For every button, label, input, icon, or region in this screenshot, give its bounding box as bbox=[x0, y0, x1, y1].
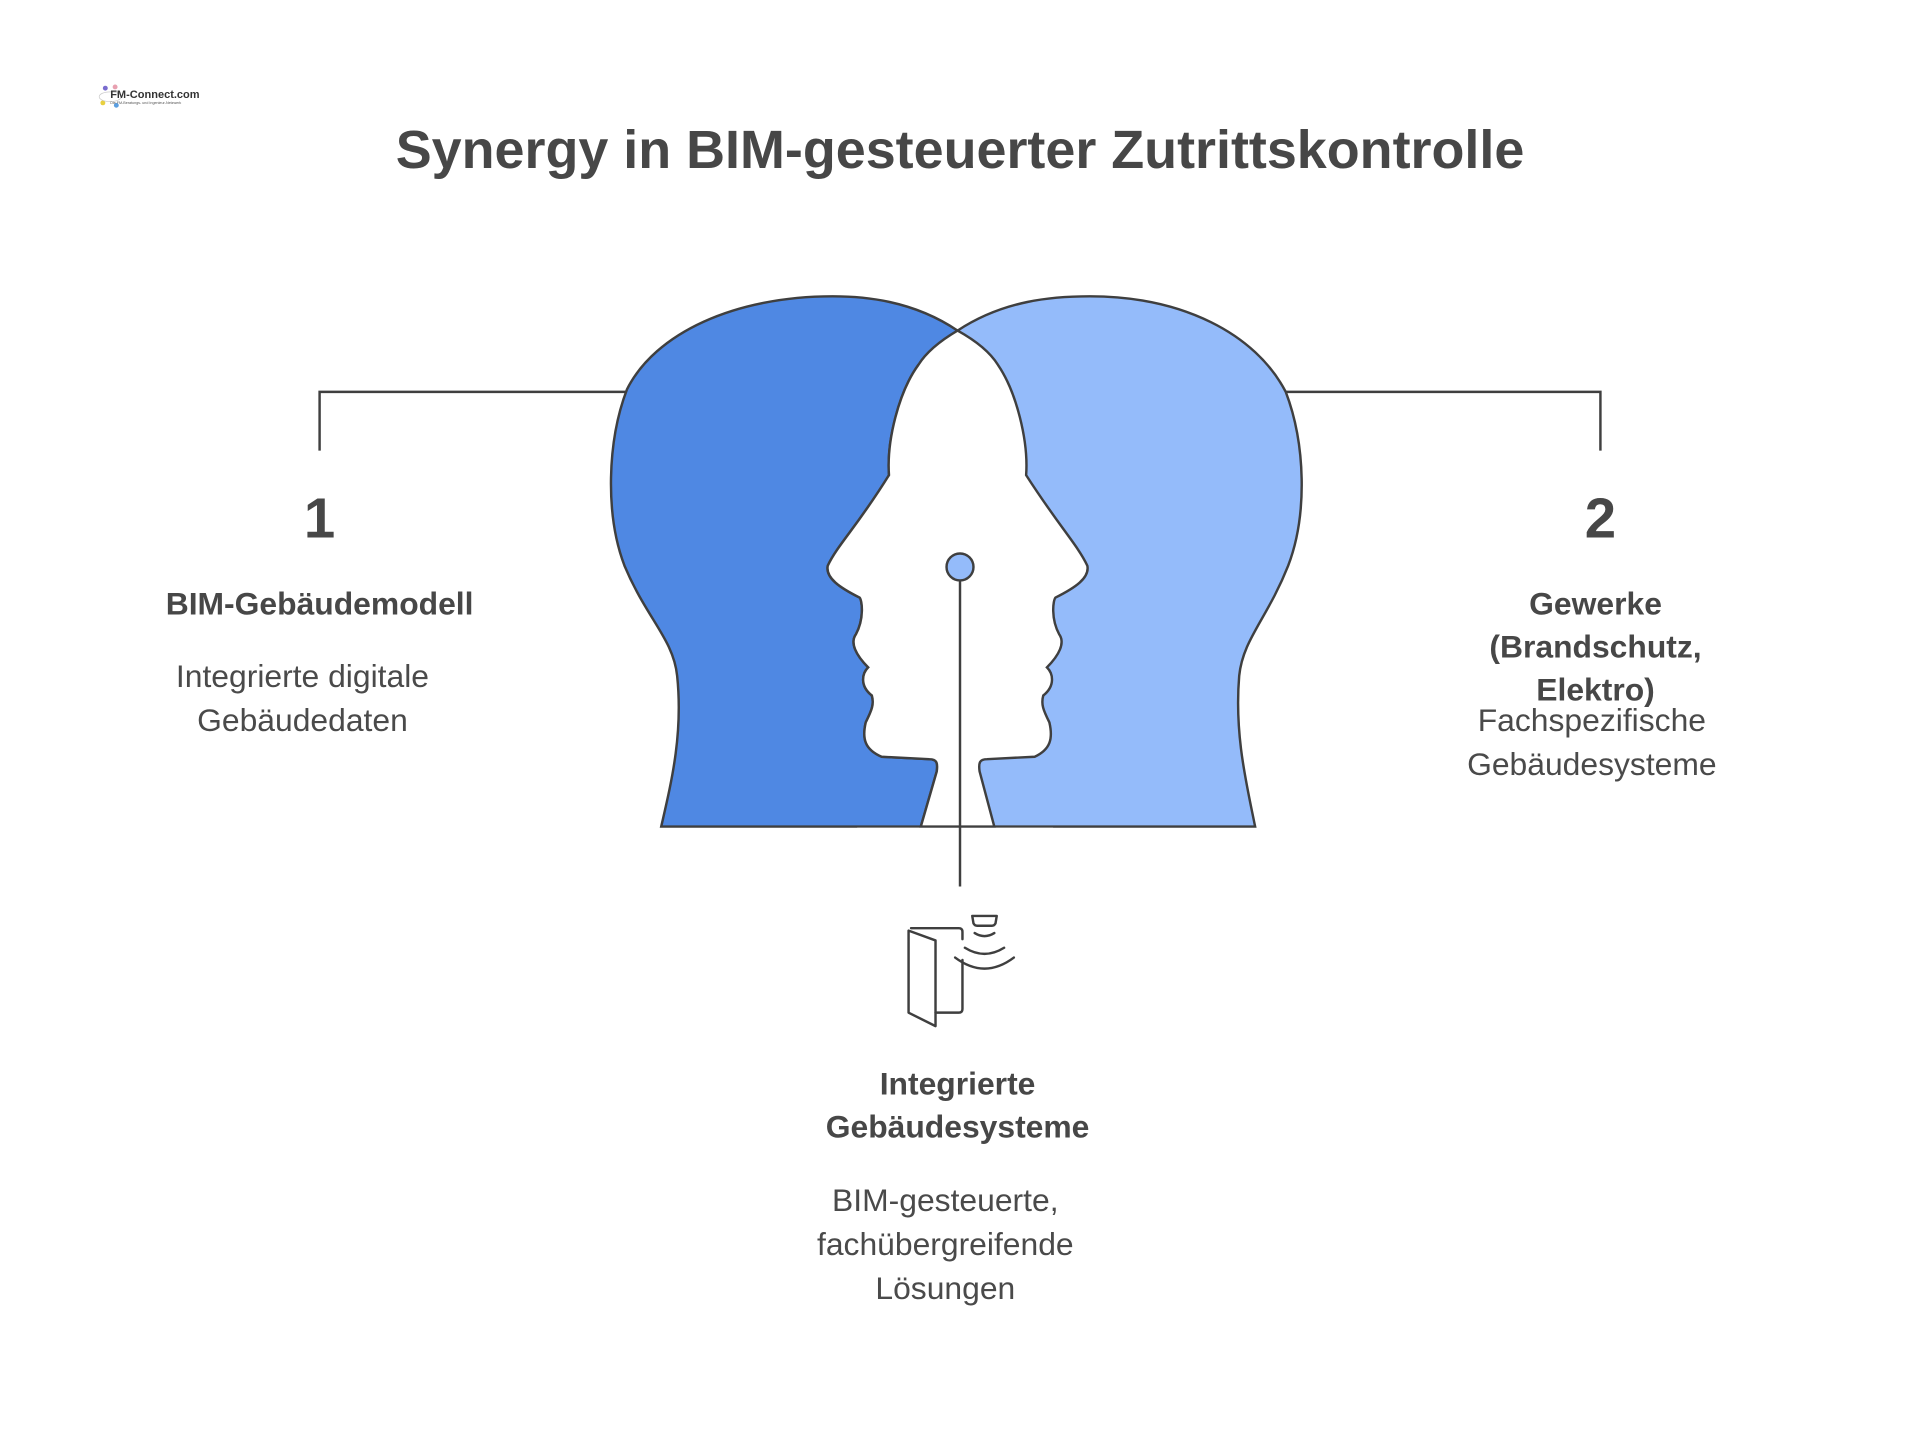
item-1-heading: BIM-Gebäudemodell bbox=[165, 585, 474, 623]
connector-dot bbox=[945, 552, 975, 582]
item-3-description: BIM-gesteuerte, fachübergreifende Lösung… bbox=[816, 1181, 1074, 1307]
connector-left bbox=[318, 390, 631, 451]
door-access-sensor-icon bbox=[907, 914, 1016, 1028]
logo-text: FM-Connect.com bbox=[110, 88, 200, 101]
page-title: Synergy in BIM-gesteuerter Zutrittskontr… bbox=[395, 120, 1525, 181]
item-1-description: Integrierte digitale Gebäudedaten bbox=[175, 657, 429, 739]
item-2-heading: Gewerke (Brandschutz, Elektro) bbox=[1489, 585, 1702, 708]
logo-subtitle: Die FM-Beratungs- und Ingenieur-Netzwerk bbox=[110, 100, 182, 106]
item-1-number: 1 bbox=[303, 486, 336, 550]
logo-graphic-icon bbox=[98, 84, 122, 108]
connector-right bbox=[1283, 390, 1602, 451]
item-2-number: 2 bbox=[1584, 486, 1617, 550]
item-3-heading: Integrierte Gebäudesysteme bbox=[825, 1065, 1090, 1145]
item-2-description: Fachspezifische Gebäudesysteme bbox=[1467, 701, 1717, 783]
logo: FM-Connect.com Die FM-Beratungs- und Ing… bbox=[98, 81, 200, 115]
